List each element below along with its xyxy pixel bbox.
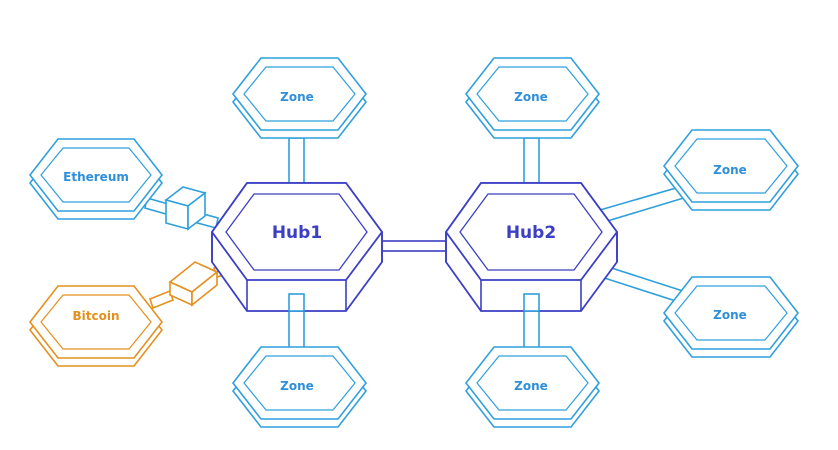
hub2-bottom-stub	[523, 293, 540, 312]
zone-label: Zone	[713, 163, 747, 177]
hub1[interactable]: Hub1	[210, 182, 384, 312]
zone-hub2-right-top[interactable]: Zone	[662, 129, 800, 211]
zone-label: Zone	[280, 379, 314, 393]
hub2-top-zone-connector	[523, 137, 540, 187]
zone-label: Zone	[514, 90, 548, 104]
zone-hub1-top[interactable]: Zone	[231, 57, 368, 139]
zone-hub2-right-bottom[interactable]: Zone	[662, 276, 800, 358]
zone-label: Zone	[280, 90, 314, 104]
zone-hub2-bottom[interactable]: Zone	[464, 346, 601, 428]
ethereum-chain[interactable]: Ethereum	[28, 138, 164, 220]
hub1-label: Hub1	[272, 223, 322, 243]
hub1-hub2-connection	[377, 240, 451, 252]
hub2[interactable]: Hub2	[444, 182, 619, 312]
ethereum-label: Ethereum	[63, 170, 129, 184]
hub2-right-top-zone-connector	[598, 185, 689, 223]
zone-label: Zone	[713, 308, 747, 322]
hub1-bottom-stub	[288, 293, 305, 312]
bitcoin-chain[interactable]: Bitcoin	[28, 285, 164, 367]
ethereum-peg-connector	[144, 186, 219, 231]
zone-hub1-bottom[interactable]: Zone	[231, 346, 368, 428]
hub2-label: Hub2	[506, 223, 556, 243]
zone-label: Zone	[514, 379, 548, 393]
bitcoin-label: Bitcoin	[72, 309, 119, 323]
hub1-top-zone-connector	[288, 137, 305, 187]
zone-hub2-top[interactable]: Zone	[464, 57, 601, 139]
